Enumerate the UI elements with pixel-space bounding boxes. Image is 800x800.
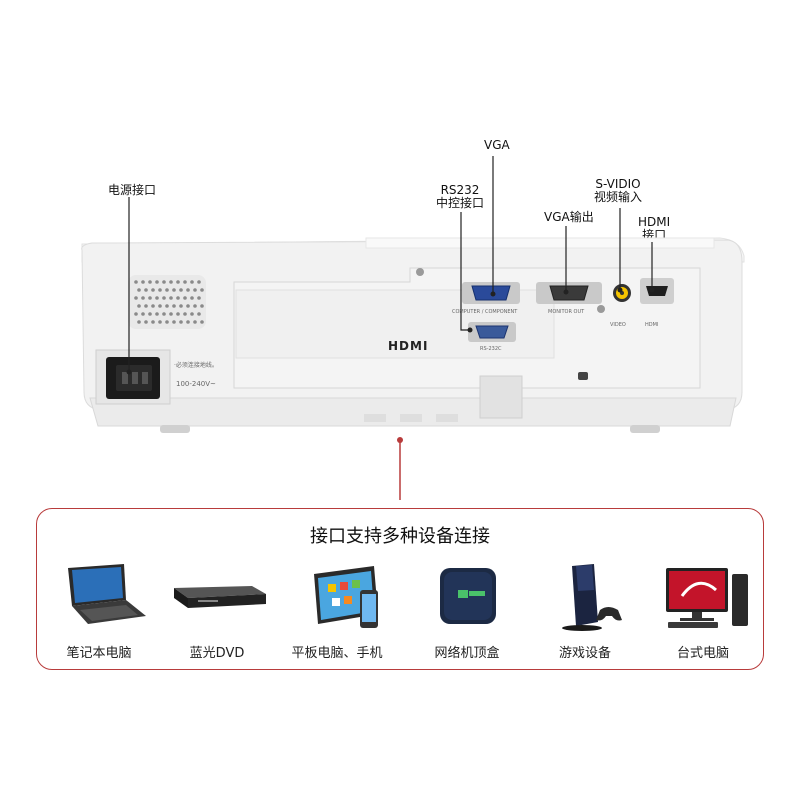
grille-hole	[137, 288, 141, 292]
device-label: 游戏设备	[558, 646, 611, 661]
grille-hole	[183, 296, 187, 300]
hdmi-callout-line1: HDMI	[638, 215, 671, 229]
devices-panel	[36, 508, 764, 670]
grille-hole	[144, 288, 148, 292]
game-console-icon	[562, 564, 622, 631]
device-desktop: 台式电脑	[644, 560, 762, 661]
grille-hole	[197, 296, 201, 300]
projector-rear-panel	[81, 156, 745, 500]
grille-hole	[172, 288, 176, 292]
grille-hole	[148, 296, 152, 300]
grille-hole	[186, 288, 190, 292]
grille-hole	[141, 280, 145, 284]
grille-hole	[165, 320, 169, 324]
device-label: 网络机顶盒	[434, 646, 500, 661]
grille-hole	[169, 312, 173, 316]
rs232-port-callout: RS232 中控接口	[436, 184, 484, 210]
grille-hole	[193, 320, 197, 324]
vga-port-callout: VGA	[484, 138, 510, 152]
voltage-label: 100-240V~	[176, 380, 216, 388]
device-game-console: 游戏设备	[526, 560, 644, 661]
grille-hole	[169, 296, 173, 300]
device-label: 笔记本电脑	[66, 646, 132, 661]
grille-hole	[155, 296, 159, 300]
grille-hole	[158, 320, 162, 324]
grille-hole	[179, 320, 183, 324]
grille-hole	[169, 280, 173, 284]
svideo-callout-line2: 视频输入	[594, 190, 643, 204]
grille-hole	[134, 312, 138, 316]
grille-hole	[148, 280, 152, 284]
grille-hole	[190, 296, 194, 300]
grille-hole	[137, 320, 141, 324]
grille-hole	[141, 296, 145, 300]
grille-hole	[137, 304, 141, 308]
devices-title: 接口支持多种设备连接	[310, 526, 490, 547]
grille-hole	[186, 304, 190, 308]
device-label: 蓝光DVD	[189, 646, 245, 661]
grille-hole	[134, 296, 138, 300]
grille-hole	[155, 312, 159, 316]
grille-hole	[165, 288, 169, 292]
grille-hole	[134, 280, 138, 284]
grille-hole	[151, 304, 155, 308]
power-ground-note: ·必须连接地线。	[174, 362, 218, 369]
grille-hole	[200, 288, 204, 292]
laptop-icon	[68, 564, 146, 624]
monitor-out-label: MONITOR OUT	[548, 309, 585, 315]
grille-hole	[172, 320, 176, 324]
grille-hole	[197, 280, 201, 284]
grille-hole	[200, 320, 204, 324]
grille-hole	[190, 312, 194, 316]
grille-hole	[144, 320, 148, 324]
rs232c-label: RS-232C	[480, 346, 502, 352]
grille-hole	[176, 312, 180, 316]
grille-hole	[186, 320, 190, 324]
grille-hole	[183, 280, 187, 284]
grille-hole	[144, 304, 148, 308]
grille-hole	[176, 280, 180, 284]
device-set-top-box: 网络机顶盒	[408, 560, 526, 661]
grille-hole	[179, 304, 183, 308]
grille-hole	[193, 304, 197, 308]
tablet-phone-icon	[314, 566, 378, 628]
grille-hole	[200, 304, 204, 308]
grille-hole	[176, 296, 180, 300]
grille-hole	[179, 288, 183, 292]
hdmi-port-label: HDMI	[645, 322, 659, 328]
grille-hole	[162, 296, 166, 300]
rs232-callout-line1: RS232	[440, 183, 480, 197]
svideo-port-callout: S-VIDIO 视频输入	[594, 178, 642, 204]
grille-hole	[158, 288, 162, 292]
rs232-callout-line2: 中控接口	[436, 196, 485, 210]
grille-hole	[165, 304, 169, 308]
device-label: 台式电脑	[676, 646, 729, 661]
device-bluray: 蓝光DVD	[158, 560, 276, 661]
power-port-callout: 电源接口	[108, 183, 157, 197]
hdmi-logo: HDMI	[388, 339, 429, 353]
svideo-callout-line1: S-VIDIO	[595, 177, 641, 191]
device-laptop: 笔记本电脑	[40, 560, 158, 661]
grille-hole	[162, 312, 166, 316]
grille-hole	[151, 288, 155, 292]
grille-hole	[172, 304, 176, 308]
grille-hole	[148, 312, 152, 316]
grille-hole	[141, 312, 145, 316]
grille-hole	[158, 304, 162, 308]
grille-hole	[183, 312, 187, 316]
grille-hole	[197, 312, 201, 316]
bluray-player-icon	[174, 586, 266, 608]
device-label: 平板电脑、手机	[291, 646, 383, 661]
computer-component-label: COMPUTER / COMPONENT	[452, 309, 518, 315]
device-tablet-phone: 平板电脑、手机	[278, 560, 396, 661]
grille-hole	[151, 320, 155, 324]
desktop-pc-icon	[666, 568, 748, 628]
grille-hole	[162, 280, 166, 284]
grille-hole	[193, 288, 197, 292]
vga-out-callout: VGA输出	[544, 210, 594, 224]
set-top-box-icon	[440, 568, 496, 624]
grille-hole	[190, 280, 194, 284]
video-label: VIDEO	[610, 322, 626, 328]
grille-hole	[155, 280, 159, 284]
